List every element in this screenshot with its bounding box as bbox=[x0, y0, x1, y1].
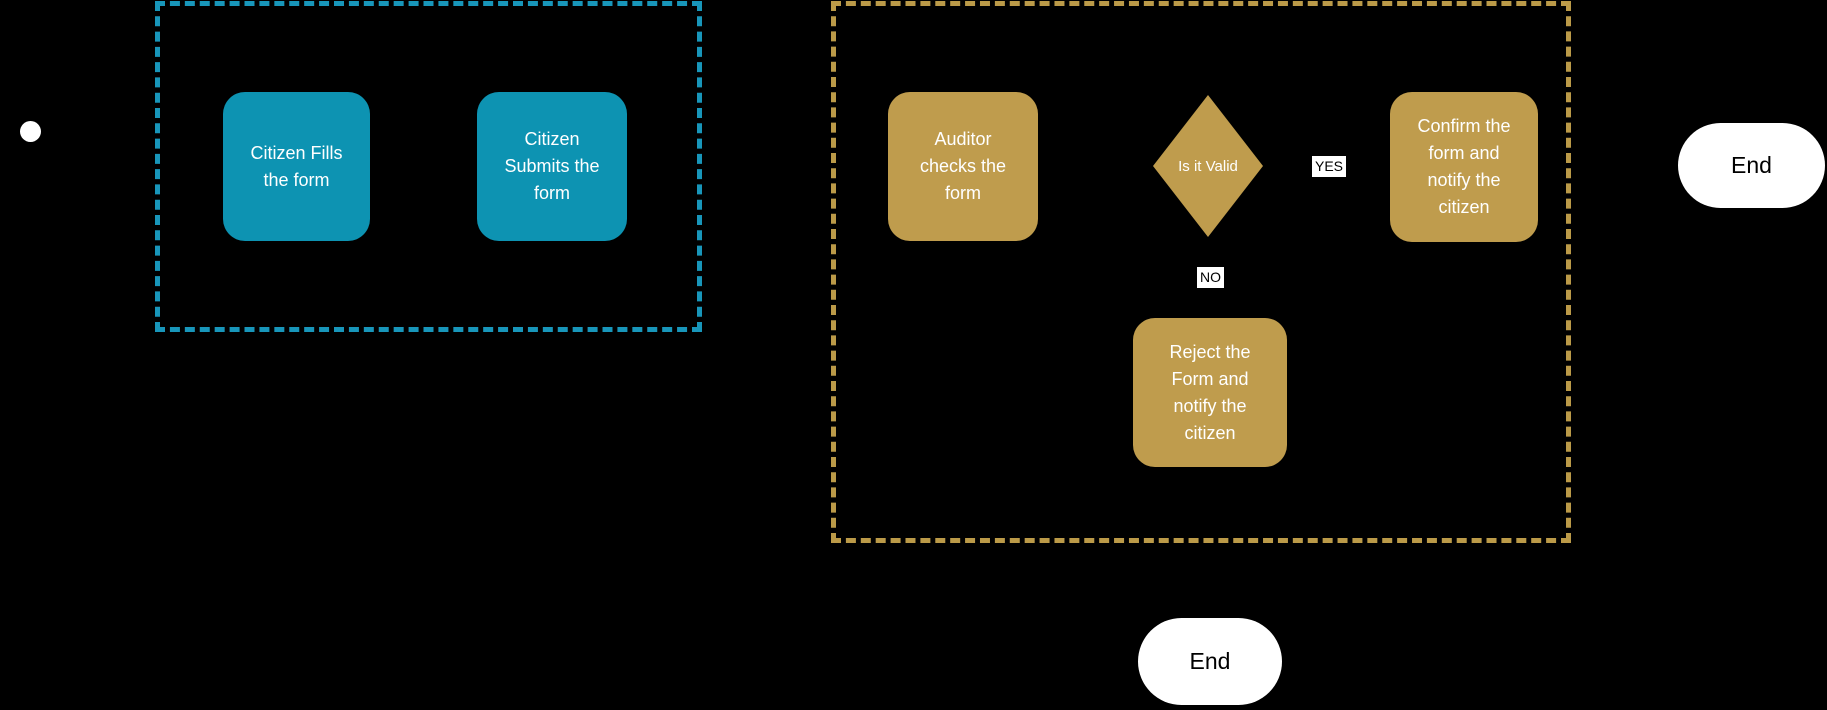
edge-label-yes: YES bbox=[1312, 156, 1347, 177]
node-label: Citizen Fills the form bbox=[250, 142, 343, 190]
node-reject-and-notify: Reject the Form and notify the citizen bbox=[1133, 318, 1287, 467]
end-node-right: End bbox=[1678, 123, 1825, 208]
edge-label-no: NO bbox=[1197, 267, 1224, 288]
node-confirm-and-notify: Confirm the form and notify the citizen bbox=[1390, 92, 1538, 242]
node-label: Reject the Form and notify the citizen bbox=[1169, 341, 1251, 443]
node-auditor-checks-form: Auditor checks the form bbox=[888, 92, 1038, 241]
node-citizen-submits-form: Citizen Submits the form bbox=[477, 92, 627, 241]
node-citizen-fills-form: Citizen Fills the form bbox=[223, 92, 370, 241]
auditor-lane-group bbox=[831, 1, 1571, 543]
end-node-bottom: End bbox=[1138, 618, 1282, 705]
node-label: Citizen Submits the form bbox=[504, 129, 600, 203]
node-label: Confirm the form and notify the citizen bbox=[1417, 116, 1511, 217]
node-label: Auditor checks the form bbox=[919, 129, 1007, 203]
citizen-lane-group bbox=[155, 1, 702, 332]
decision-label: Is it Valid bbox=[1178, 157, 1238, 175]
start-event-node bbox=[20, 121, 41, 142]
